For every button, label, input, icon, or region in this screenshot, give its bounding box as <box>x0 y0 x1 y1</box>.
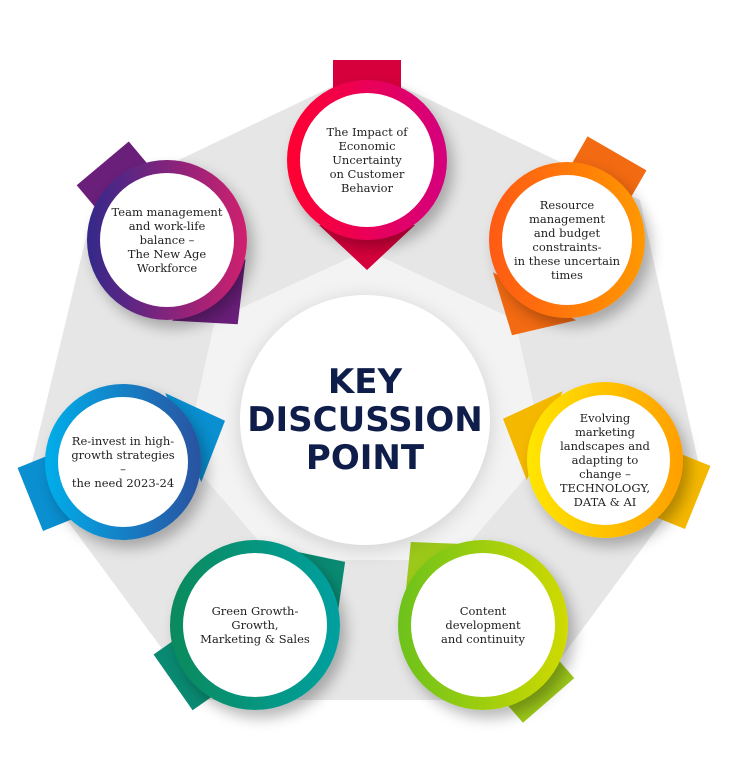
topic-label: Green Growth- Growth, Marketing & Sales <box>200 604 310 646</box>
topic-circle-bottom-right: Content development and continuity <box>398 540 568 710</box>
topic-label: Team management and work-life balance – … <box>111 205 223 275</box>
topic-circle-inner: The Impact of Economic Uncertainty on Cu… <box>300 93 434 227</box>
topic-circle-left: Re-invest in high- growth strategies – t… <box>45 384 201 540</box>
topic-circle-top: The Impact of Economic Uncertainty on Cu… <box>287 80 447 240</box>
topic-label: Re-invest in high- growth strategies – t… <box>71 434 175 490</box>
topic-circle-bottom-left: Green Growth- Growth, Marketing & Sales <box>170 540 340 710</box>
topic-label: Resource management and budget constrain… <box>513 198 621 282</box>
topic-circle-inner: Resource management and budget constrain… <box>502 175 632 305</box>
center-circle: KEY DISCUSSION POINT <box>240 295 490 545</box>
topic-circle-inner: Evolving marketing landscapes and adapti… <box>540 395 670 525</box>
topic-label: The Impact of Economic Uncertainty on Cu… <box>326 125 408 195</box>
topic-label: Evolving marketing landscapes and adapti… <box>559 411 651 509</box>
topic-circle-inner: Green Growth- Growth, Marketing & Sales <box>183 553 327 697</box>
topic-circle-inner: Re-invest in high- growth strategies – t… <box>58 397 188 527</box>
topic-label: Content development and continuity <box>441 604 525 646</box>
topic-circle-inner: Team management and work-life balance – … <box>100 173 234 307</box>
topic-circle-inner: Content development and continuity <box>411 553 555 697</box>
center-title: KEY DISCUSSION POINT <box>247 362 483 478</box>
topic-circle-top-left: Team management and work-life balance – … <box>87 160 247 320</box>
topic-circle-top-right: Resource management and budget constrain… <box>489 162 645 318</box>
topic-circle-right: Evolving marketing landscapes and adapti… <box>527 382 683 538</box>
